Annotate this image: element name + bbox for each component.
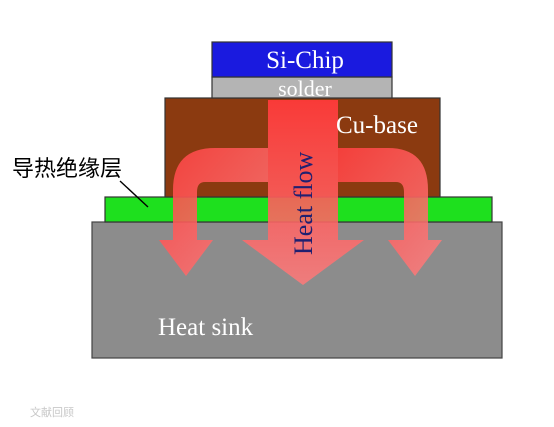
cu-base-label: Cu-base: [336, 112, 418, 139]
solder-label: solder: [278, 76, 332, 101]
heat-flow-arrow-center: [242, 100, 364, 285]
watermark-text: 文献回顾: [30, 406, 74, 419]
chip-label: Si-Chip: [266, 47, 344, 74]
insulation-label: 导热绝缘层: [12, 157, 122, 182]
si-chip-layer: [211, 41, 393, 78]
insulation-pointer-line: [119, 180, 149, 208]
heat-flow-arrow-left: [159, 148, 268, 276]
heat-flow-label: Heat flow: [289, 152, 318, 255]
heat-sink-label: Heat sink: [158, 314, 254, 341]
heat-flow-arrow-right: [338, 148, 442, 276]
